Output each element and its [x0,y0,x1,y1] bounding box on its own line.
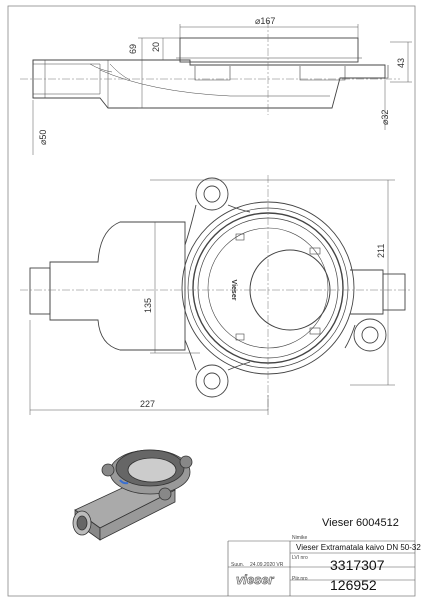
dim-d167: ⌀167 [255,16,275,26]
dimension-lines-top [32,24,412,155]
dim-227: 227 [140,399,155,409]
designer-label: Suun. [231,562,245,568]
designer-value: 24.09.2020 VR [250,562,284,568]
name-value: Vieser Extramatala kaivo DN 50-32 [296,543,421,552]
name-label: Nimike [292,535,308,541]
lvi-value: 3317307 [330,557,385,573]
centerlines-top [20,20,400,115]
product-code: Vieser 6004512 [322,517,399,529]
side-elevation-view [32,37,389,109]
lvi-label: LVI nro [292,555,308,561]
dim-d32: ⌀32 [380,110,390,125]
dim-135: 135 [143,298,153,313]
isometric-view [72,449,193,541]
centerlines-plan [20,175,410,410]
pm-value: 126952 [330,577,377,593]
dim-20: 20 [151,42,161,52]
title-block-frame [227,540,415,596]
dim-211: 211 [376,244,386,258]
pm-label: Piir.nro [292,576,308,582]
dim-d50: ⌀50 [38,130,48,145]
sheet-border [7,5,416,597]
dim-69: 69 [128,44,138,54]
dim-43: 43 [396,58,406,68]
vieser-logo: vieser [236,572,275,586]
plan-view [29,177,406,398]
dimension-lines-plan [29,179,395,415]
svg-text:vieser: vieser [236,572,275,586]
